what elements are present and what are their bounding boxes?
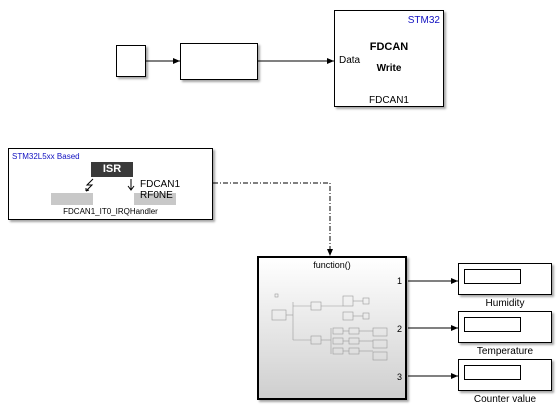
- source-block[interactable]: [116, 45, 146, 77]
- fdcan-title: FDCAN: [369, 41, 409, 53]
- output-port-3: 3: [396, 372, 402, 382]
- temperature-readout: [464, 317, 521, 332]
- output-port-1: 1: [396, 276, 402, 286]
- fdcan-write-block[interactable]: STM32 FDCAN Write Data FDCAN1: [334, 10, 444, 107]
- humidity-readout: [464, 269, 521, 284]
- counter-readout: [464, 365, 521, 380]
- display-counter[interactable]: [458, 359, 552, 391]
- line-interrupt-function-call: [213, 182, 333, 256]
- isr-badge: ISR: [91, 162, 133, 177]
- fdcan-subtitle: Write: [376, 63, 402, 74]
- function-trigger-label: function(): [313, 260, 351, 270]
- function-call-subsystem[interactable]: function() 1 2 3: [257, 256, 407, 400]
- display-humidity[interactable]: [458, 263, 552, 295]
- rf0ne-output-port: FDCAN1 RF0NE: [140, 179, 181, 201]
- board-label: STM32: [407, 15, 440, 26]
- interrupt-header: STM32L5xx Based: [12, 152, 80, 161]
- interrupt-bolt-icon: [85, 178, 135, 192]
- subsystem-block[interactable]: [180, 43, 258, 80]
- hardware-interrupt-block[interactable]: STM32L5xx Based ISR FDCAN1 RF0NE FDCAN1_…: [8, 148, 213, 220]
- counter-label: Counter value: [473, 394, 537, 405]
- right-gray-pad: [134, 193, 176, 205]
- fdcan-block-name: FDCAN1: [368, 95, 409, 106]
- humidity-label: Humidity: [485, 298, 525, 309]
- interrupt-block-name: FDCAN1_IT0_IRQHandler: [63, 207, 158, 216]
- display-temperature[interactable]: [458, 311, 552, 343]
- subsystem-preview-thumbnail: [271, 293, 388, 361]
- left-gray-pad: [51, 193, 93, 205]
- data-input-port: Data: [339, 55, 361, 66]
- output-port-2: 2: [396, 324, 402, 334]
- temperature-label: Temperature: [476, 346, 534, 357]
- isr-label: ISR: [102, 163, 122, 175]
